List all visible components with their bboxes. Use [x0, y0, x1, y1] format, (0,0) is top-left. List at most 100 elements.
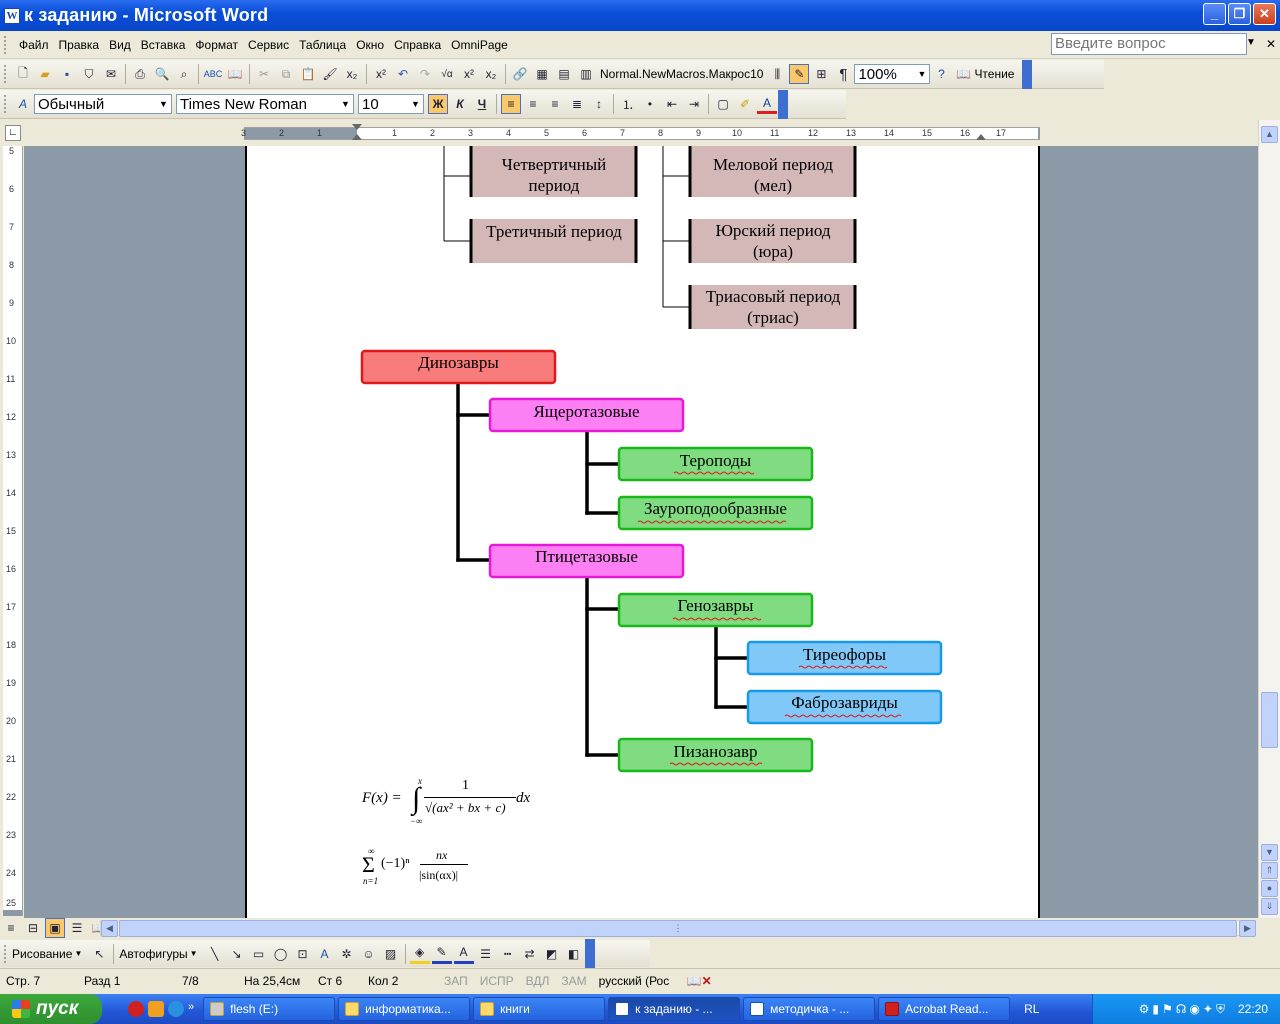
- font-select[interactable]: Times New Roman▼: [176, 94, 354, 114]
- arrow-style-icon[interactable]: ⇄: [524, 946, 535, 961]
- menu-file[interactable]: Файл: [19, 37, 49, 52]
- web-view-icon[interactable]: ⊟: [27, 921, 39, 935]
- drawing-toggle-icon[interactable]: ✎: [789, 64, 810, 84]
- scroll-up-icon[interactable]: ▲: [1261, 126, 1278, 143]
- document-page[interactable]: Четвертичный период Третичный период Мел…: [245, 146, 1040, 918]
- scroll-thumb[interactable]: [1261, 692, 1278, 748]
- font-color-draw-icon[interactable]: A: [453, 944, 474, 964]
- tables-borders-icon[interactable]: ▦: [536, 67, 548, 81]
- bold-button[interactable]: Ж: [428, 94, 448, 114]
- zoom-select[interactable]: 100%▼: [854, 64, 931, 84]
- undo-icon[interactable]: ↶: [397, 67, 409, 81]
- diagram-icon[interactable]: ✲: [341, 946, 352, 961]
- email-icon[interactable]: ✉: [105, 67, 117, 81]
- rectangle-icon[interactable]: ▭: [252, 946, 265, 961]
- status-extend[interactable]: ВДЛ: [525, 973, 550, 988]
- menu-help[interactable]: Справка: [394, 37, 442, 52]
- increase-indent-icon[interactable]: ⇥: [688, 97, 700, 111]
- status-track-changes[interactable]: ИСПР: [479, 973, 514, 988]
- read-icon[interactable]: 📖: [955, 67, 971, 81]
- horizontal-scroll-thumb[interactable]: ⋮: [119, 920, 1237, 937]
- status-pages[interactable]: 7/8: [182, 973, 199, 988]
- scroll-down-icon[interactable]: ▼: [1261, 844, 1278, 861]
- scroll-right-icon[interactable]: ▶: [1239, 920, 1256, 937]
- borders-icon[interactable]: ▢: [717, 97, 729, 111]
- status-column[interactable]: Кол 2: [368, 973, 399, 988]
- status-language[interactable]: русский (Рос: [598, 973, 670, 988]
- arrow-icon[interactable]: ↘: [231, 946, 242, 961]
- shadow-icon[interactable]: ◩: [545, 946, 558, 961]
- fill-color-icon[interactable]: ◈: [409, 944, 430, 964]
- status-page[interactable]: Стр. 7: [6, 973, 41, 988]
- print-icon[interactable]: ⎙: [135, 66, 145, 81]
- columns-icon[interactable]: ⫼: [774, 66, 781, 81]
- cut-icon[interactable]: ✂: [258, 67, 270, 81]
- word-app-icon[interactable]: W: [4, 7, 20, 24]
- horizontal-ruler[interactable]: 3 2 1 1 2 3 4 5 6 7 8 9 10 11 12 13 14 1…: [241, 124, 1040, 140]
- new-document-icon[interactable]: 🗋: [18, 65, 28, 80]
- menu-format[interactable]: Формат: [195, 37, 239, 52]
- justify-icon[interactable]: ≣: [571, 97, 583, 111]
- menu-grip[interactable]: [4, 35, 8, 54]
- ask-question-input[interactable]: Введите вопрос: [1051, 33, 1247, 55]
- select-browse-object-icon[interactable]: ●: [1261, 880, 1278, 897]
- font-color-icon[interactable]: A: [757, 94, 777, 114]
- next-page-icon[interactable]: ⇓: [1261, 898, 1278, 915]
- ie-icon[interactable]: [168, 1001, 184, 1017]
- vertical-ruler[interactable]: 5 6 7 8 9 10 11 12 13 14 15 16 17 18 19 …: [3, 146, 23, 916]
- clock[interactable]: 22:20: [1237, 1002, 1268, 1016]
- line-spacing-icon[interactable]: ↕: [596, 97, 602, 111]
- menu-window[interactable]: Окно: [356, 37, 385, 52]
- document-map-icon[interactable]: ⊞: [816, 67, 827, 81]
- styles-icon[interactable]: A: [18, 97, 27, 111]
- decrease-indent-icon[interactable]: ⇤: [666, 97, 678, 111]
- line-icon[interactable]: ╲: [210, 946, 219, 961]
- left-indent-marker[interactable]: [352, 134, 362, 140]
- task-acrobat[interactable]: Acrobat Read...: [878, 997, 1011, 1021]
- font-size-select[interactable]: 10▼: [358, 94, 424, 114]
- macro-name-label[interactable]: Normal.NewMacros.Макрос10: [600, 67, 764, 81]
- spelling-status-icon[interactable]: 📖✕: [686, 973, 712, 988]
- ask-dropdown-icon[interactable]: ▼: [1246, 37, 1256, 48]
- task-metodichka[interactable]: методичка - ...: [743, 997, 876, 1021]
- right-indent-marker[interactable]: [976, 134, 986, 140]
- menu-edit[interactable]: Правка: [58, 37, 100, 52]
- outline-view-icon[interactable]: ☰: [71, 921, 83, 935]
- task-knigi[interactable]: книги: [473, 997, 606, 1021]
- subscript2-icon[interactable]: x₂: [485, 67, 497, 81]
- task-k-zadaniyu[interactable]: к заданию - ...: [608, 997, 741, 1021]
- close-button[interactable]: ✕: [1253, 3, 1276, 25]
- copy-icon[interactable]: ⧉: [281, 66, 291, 81]
- print-layout-icon[interactable]: ▣: [45, 918, 65, 938]
- scroll-left-icon[interactable]: ◀: [101, 920, 118, 937]
- hyperlink-icon[interactable]: 🔗: [512, 67, 528, 81]
- align-center-icon[interactable]: ≡: [529, 97, 537, 111]
- superscript-icon[interactable]: x²: [376, 67, 386, 81]
- line-style-icon[interactable]: ☰: [480, 946, 491, 961]
- prev-page-icon[interactable]: ⇑: [1261, 862, 1278, 879]
- clipart-icon[interactable]: ☺: [362, 946, 375, 961]
- normal-view-icon[interactable]: ≡: [7, 921, 15, 935]
- permission-icon[interactable]: ⛉: [84, 66, 94, 81]
- underline-button[interactable]: Ч: [477, 97, 487, 111]
- 3d-icon[interactable]: ◧: [567, 946, 580, 961]
- start-button[interactable]: пуск: [0, 994, 102, 1024]
- equation-icon[interactable]: √α: [441, 68, 453, 80]
- autoshapes-menu[interactable]: Автофигуры: [119, 946, 188, 961]
- horizontal-scrollbar[interactable]: ◀ ⋮ ▶: [100, 920, 1256, 937]
- opera-icon[interactable]: [128, 1001, 144, 1017]
- status-overtype[interactable]: ЗАМ: [561, 973, 587, 988]
- menu-insert[interactable]: Вставка: [140, 37, 186, 52]
- menu-table[interactable]: Таблица: [299, 37, 347, 52]
- menu-omnipage[interactable]: OmniPage: [451, 37, 508, 52]
- language-indicator[interactable]: RL: [1024, 1002, 1040, 1016]
- status-record[interactable]: ЗАП: [444, 973, 468, 988]
- wordart-icon[interactable]: A: [320, 946, 329, 961]
- research-icon[interactable]: ⌕: [180, 66, 188, 81]
- menu-view[interactable]: Вид: [109, 37, 131, 52]
- line-color-icon[interactable]: ✎: [431, 944, 452, 964]
- status-line[interactable]: Ст 6: [318, 973, 343, 988]
- subscript-icon[interactable]: x₂: [346, 67, 358, 81]
- restore-button[interactable]: ❐: [1228, 3, 1251, 25]
- minimize-button[interactable]: _: [1203, 3, 1226, 25]
